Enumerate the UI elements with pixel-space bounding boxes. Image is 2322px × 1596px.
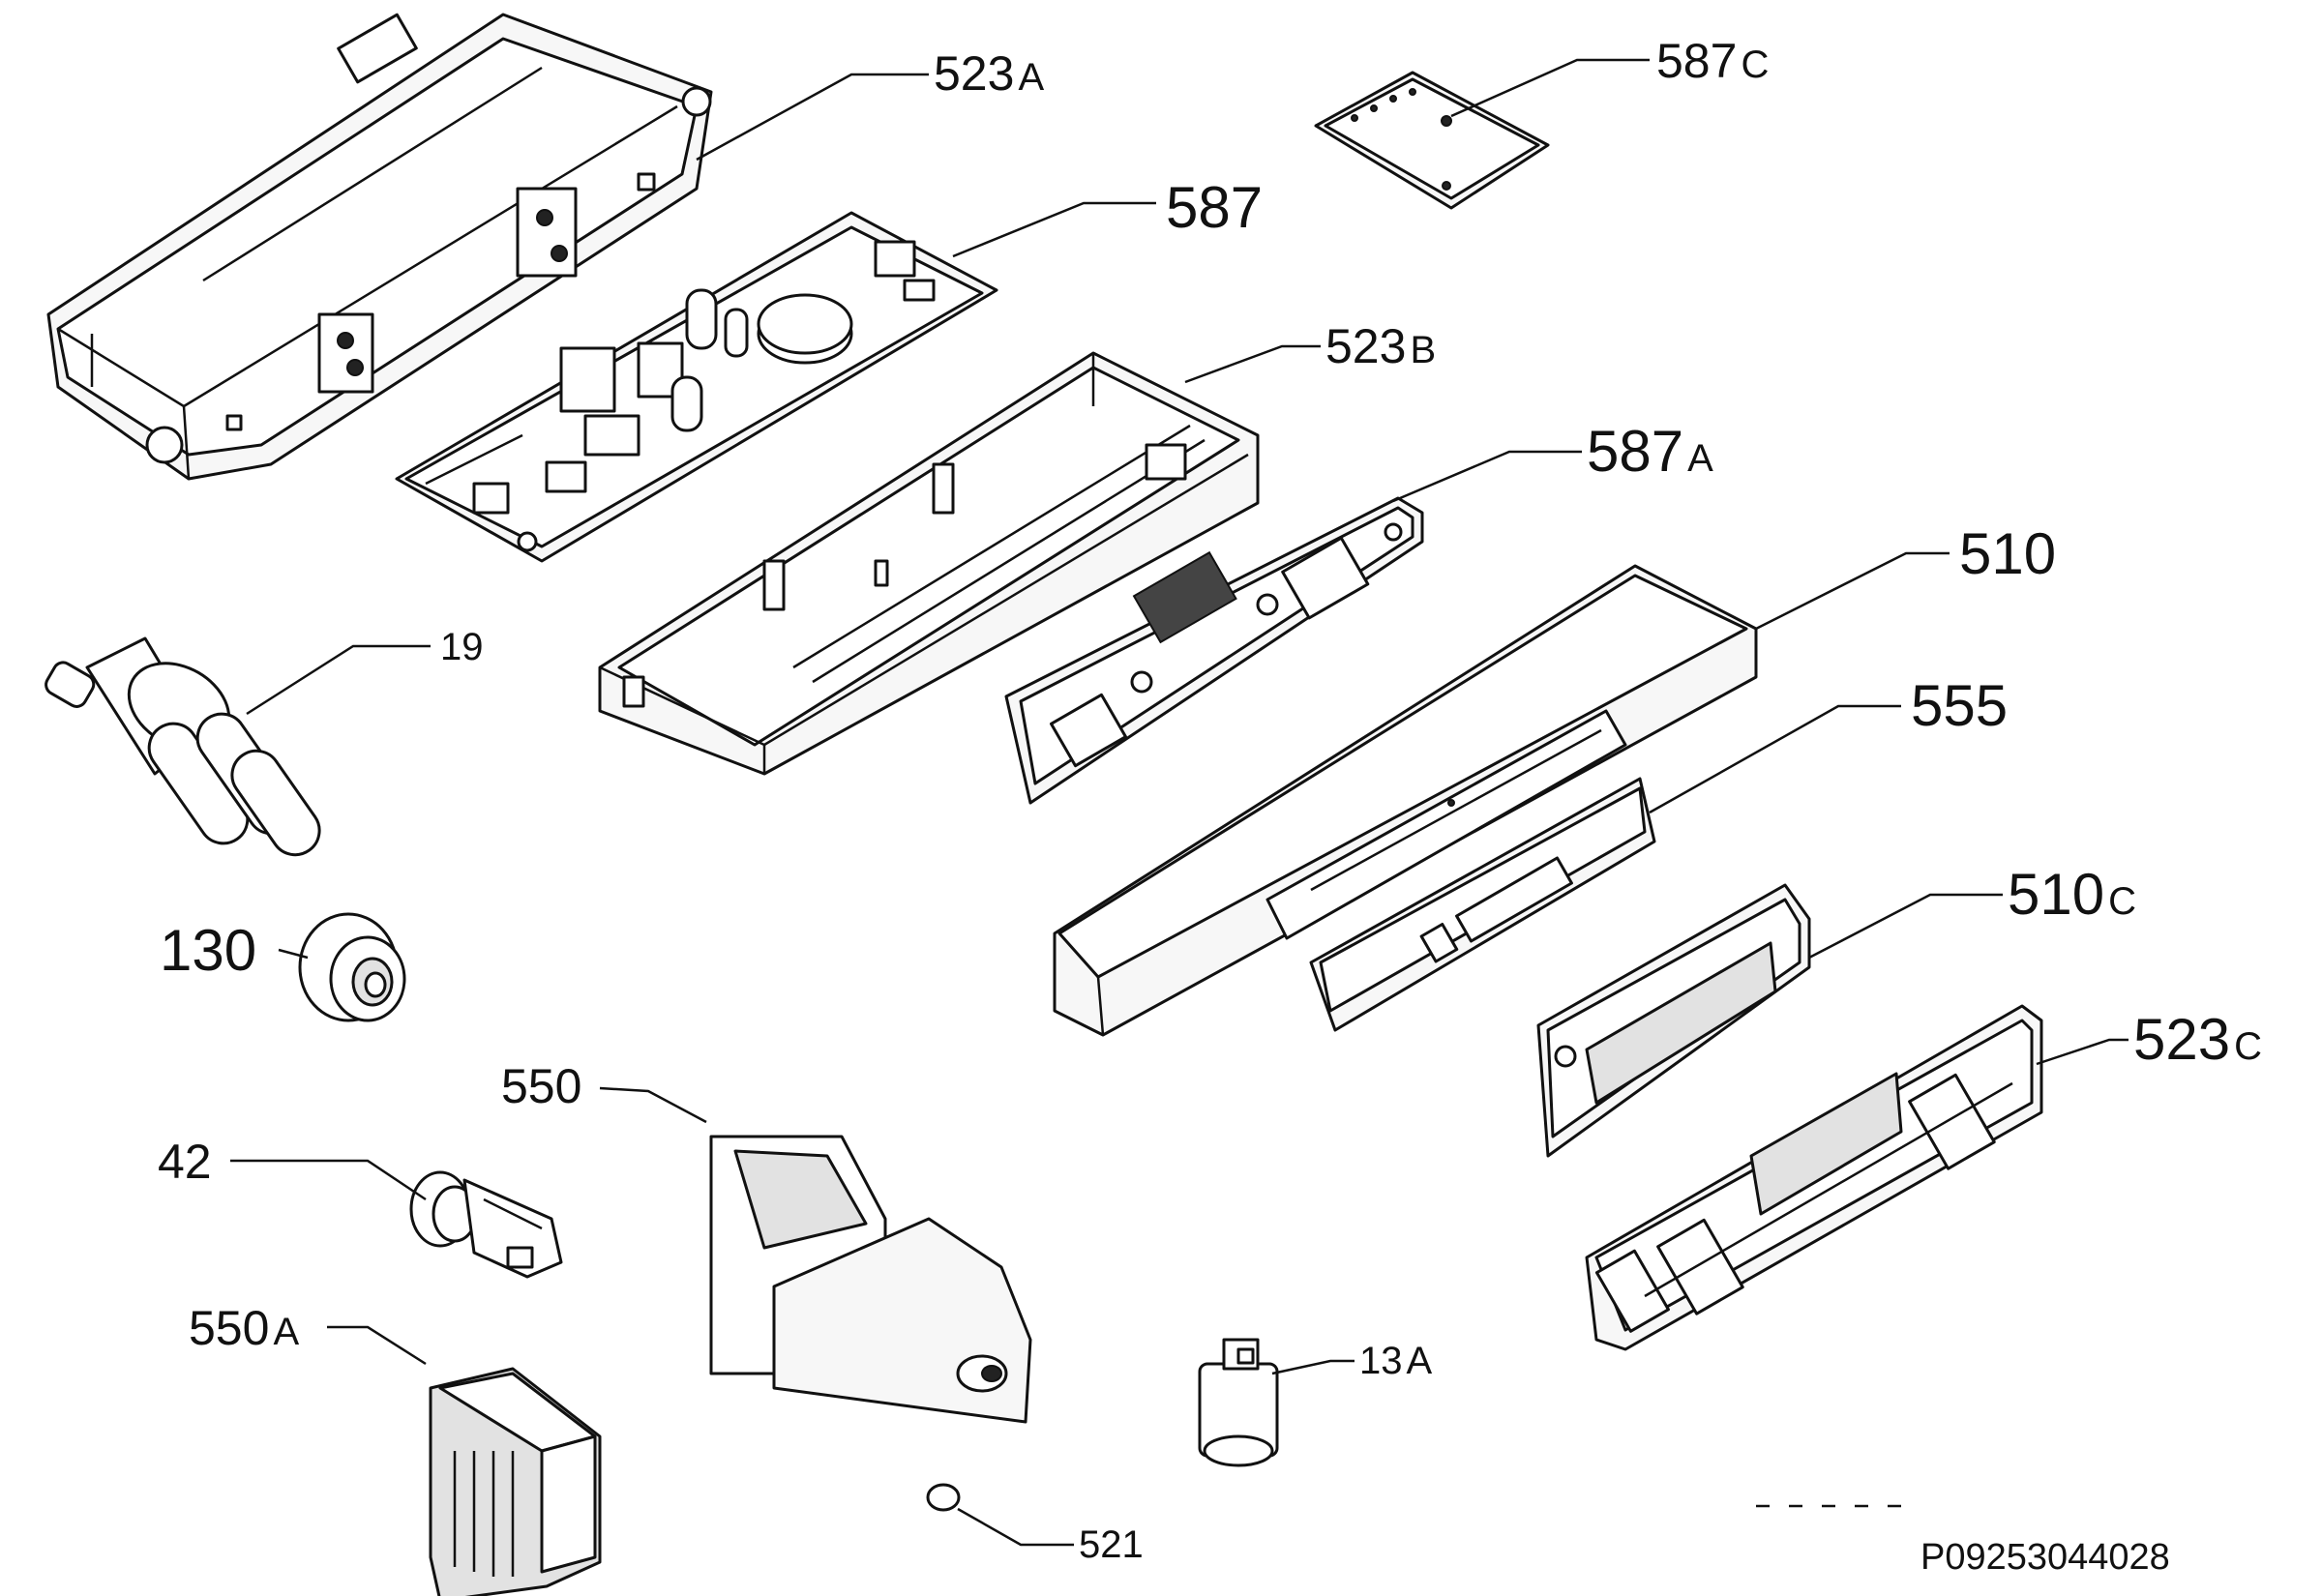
part-13A-switch — [1198, 1338, 1279, 1467]
label-555: 555 — [1911, 673, 2008, 738]
label-521: 521 — [1079, 1523, 1144, 1566]
part-587-main-pcb — [395, 211, 998, 563]
label-510: 510 — [1959, 521, 2056, 586]
part-510C-panel — [1536, 883, 1811, 1158]
part-550A-bracket — [429, 1367, 602, 1596]
part-550-bracket — [709, 1135, 1032, 1424]
part-510-front-bar — [1053, 564, 1758, 1037]
drawing-code: P09253044028 — [1920, 1537, 2170, 1578]
part-19-lamp — [45, 636, 321, 857]
label-130: 130 — [160, 918, 256, 983]
part-130-bushing — [298, 912, 406, 1022]
part-42-connector — [409, 1170, 563, 1279]
part-521-ring — [926, 1483, 961, 1512]
label-587: 587 — [1166, 175, 1263, 240]
part-523B-tray — [598, 351, 1260, 776]
part-555-cover — [1309, 777, 1656, 1032]
part-523A-housing — [46, 13, 713, 481]
part-587C-small-pcb — [1314, 71, 1550, 210]
label-550: 550 — [501, 1059, 581, 1113]
part-587A-display-pcb — [1004, 496, 1424, 805]
part-523C-frame — [1585, 1004, 2043, 1351]
label-42: 42 — [158, 1135, 212, 1189]
label-19: 19 — [440, 626, 484, 668]
leader-lines — [230, 58, 2128, 1547]
